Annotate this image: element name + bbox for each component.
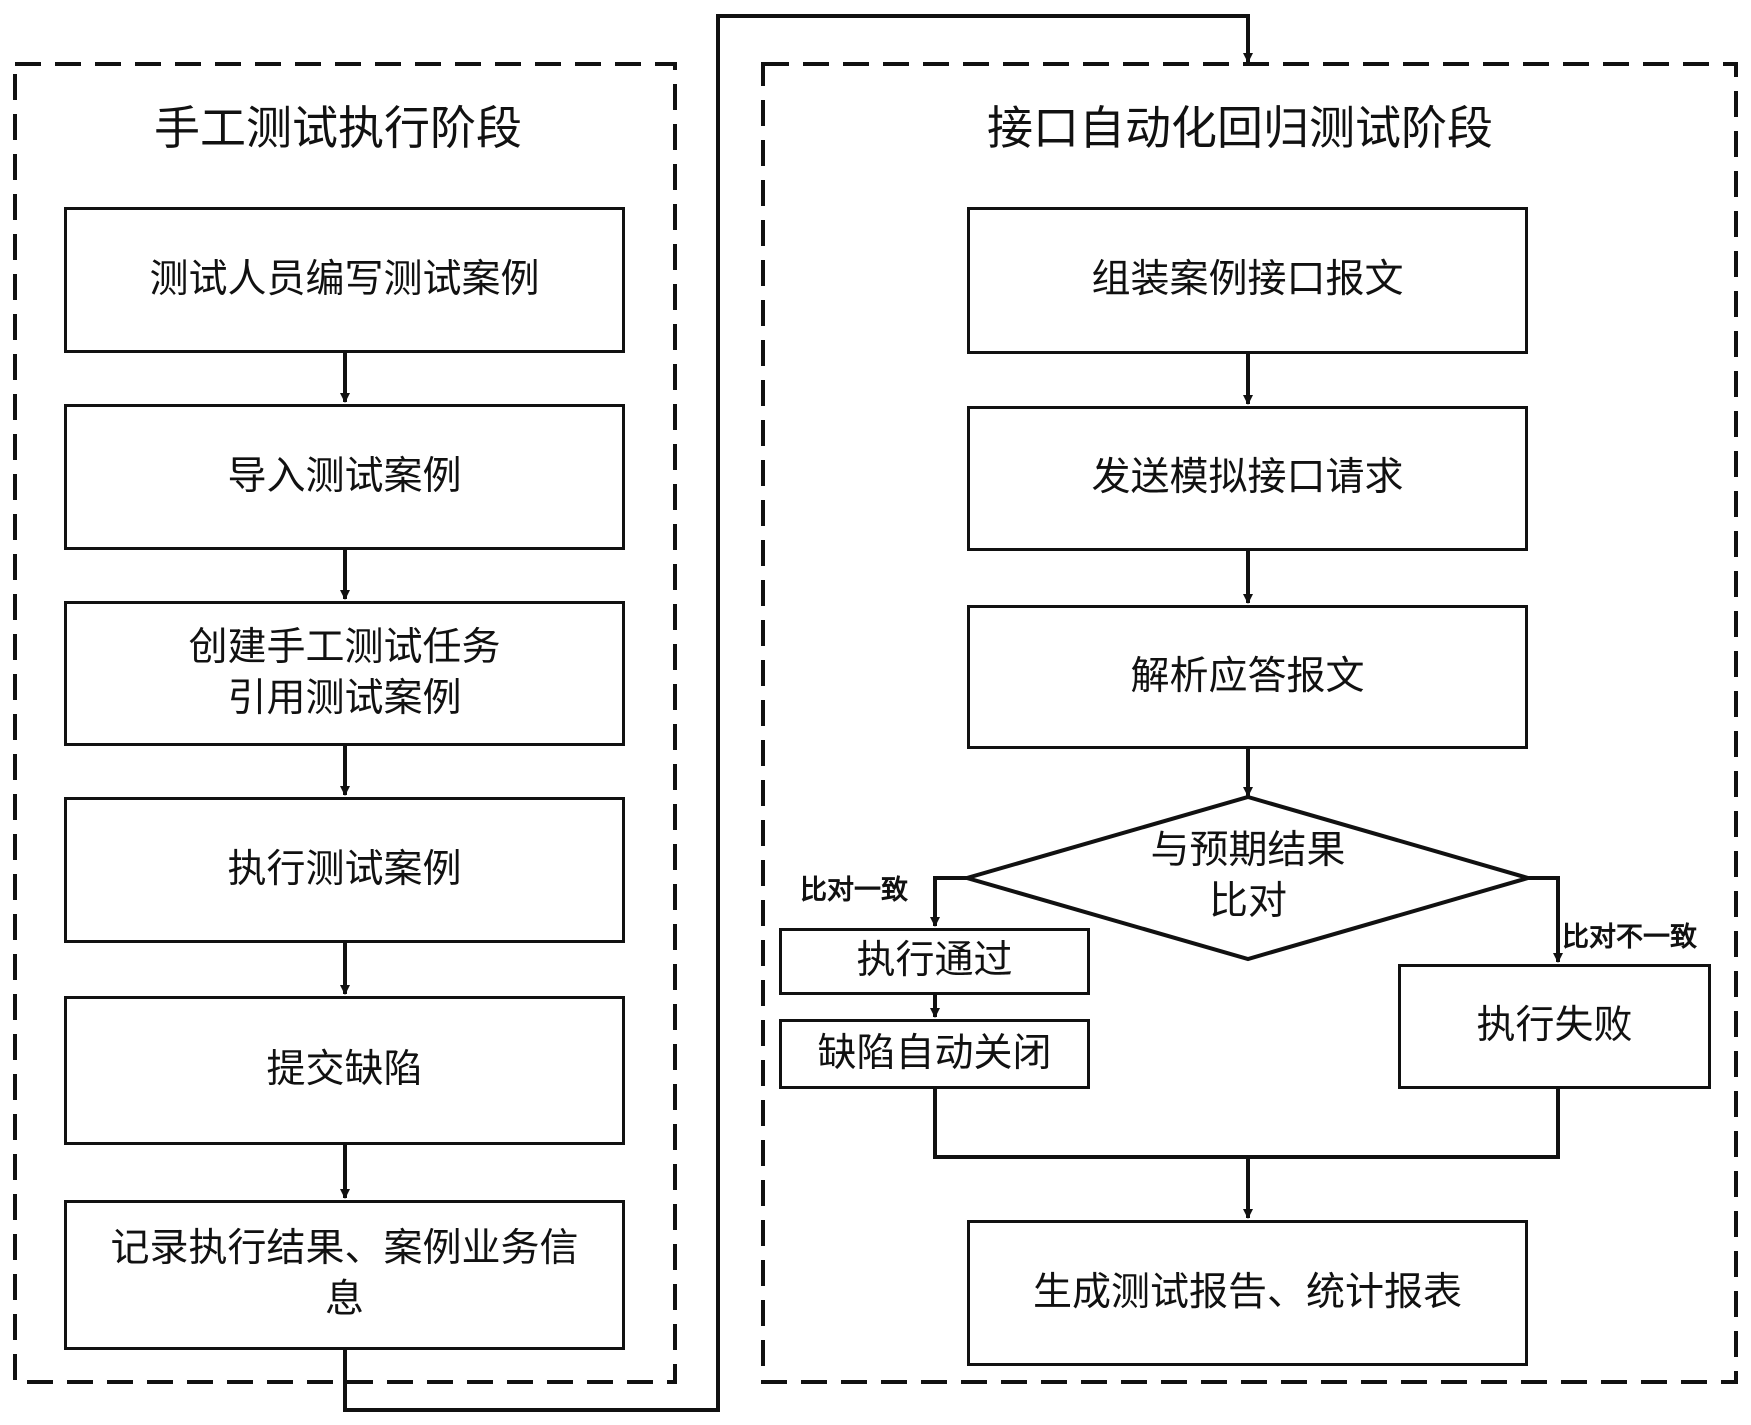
step-execution-passed[interactable]: 执行通过 <box>779 928 1090 995</box>
step-auto-close-defect[interactable]: 缺陷自动关闭 <box>779 1019 1090 1089</box>
arrow-stage-transition <box>343 14 1253 1412</box>
label-mismatch: 比对不一致 <box>1562 922 1697 953</box>
step-assemble-message[interactable]: 组装案例接口报文 <box>967 207 1528 354</box>
manual-stage-title: 手工测试执行阶段 <box>154 101 522 155</box>
auto-stage-frame <box>761 62 1738 1384</box>
label-match: 比对一致 <box>800 875 908 906</box>
step-import-test-cases[interactable]: 导入测试案例 <box>64 404 625 550</box>
step-execution-failed[interactable]: 执行失败 <box>1398 964 1711 1089</box>
manual-stage-frame <box>13 62 677 1384</box>
step-create-manual-task[interactable]: 创建手工测试任务 引用测试案例 <box>64 601 625 746</box>
step-submit-defect[interactable]: 提交缺陷 <box>64 996 625 1145</box>
arrow-match-branch <box>930 876 967 927</box>
step-record-results[interactable]: 记录执行结果、案例业务信 息 <box>64 1200 625 1350</box>
step-execute-test-cases[interactable]: 执行测试案例 <box>64 797 625 943</box>
step-parse-response[interactable]: 解析应答报文 <box>967 605 1528 749</box>
step-write-test-cases[interactable]: 测试人员编写测试案例 <box>64 207 625 353</box>
decision-diamond <box>959 794 1536 962</box>
arrow-mismatch-branch <box>1528 876 1563 963</box>
auto-stage-title: 接口自动化回归测试阶段 <box>987 101 1493 155</box>
decision-label: 与预期结果 比对 <box>1150 828 1346 924</box>
step-generate-report[interactable]: 生成测试报告、统计报表 <box>967 1220 1528 1366</box>
step-send-request[interactable]: 发送模拟接口请求 <box>967 406 1528 551</box>
merge-line-pass <box>933 1089 1560 1159</box>
